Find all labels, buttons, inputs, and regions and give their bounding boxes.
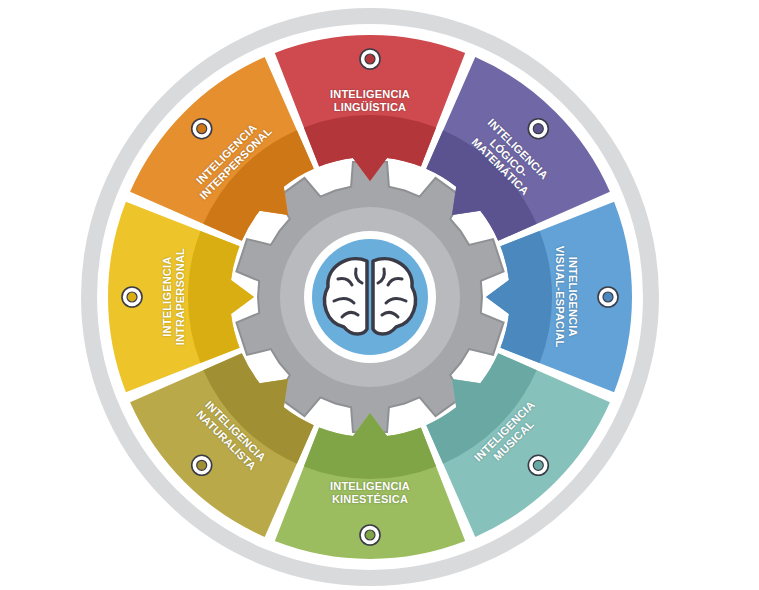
sector-fill xyxy=(130,57,314,241)
brain-icon xyxy=(325,259,416,334)
sector-inner-band xyxy=(304,115,436,181)
intelligence-sector: INTELIGENCIA INTERPERSONAL xyxy=(128,55,316,243)
sector-inner-band xyxy=(486,231,552,363)
sector-fill xyxy=(426,57,610,241)
gear-hub xyxy=(280,207,460,387)
brain-disc xyxy=(304,231,436,363)
sector-label: INTELIGENCIA VISUAL-ESPACIAL xyxy=(553,238,578,356)
sector-icon xyxy=(192,119,212,139)
sector-icon xyxy=(360,525,380,545)
sector-icon xyxy=(598,287,618,307)
sector-inner-band xyxy=(188,231,254,363)
outer-ring xyxy=(89,16,651,578)
sector-icon xyxy=(192,455,212,475)
brain-disc-inner xyxy=(312,239,428,355)
sector-inner-band xyxy=(304,413,436,479)
sector-label: INTELIGENCIA KINESTÉSICA xyxy=(311,480,429,505)
sector-icon xyxy=(360,49,380,69)
sector-icon xyxy=(528,455,548,475)
sector-fill xyxy=(130,353,314,537)
ring-ground xyxy=(102,29,638,565)
sector-icon xyxy=(528,119,548,139)
sector-fill xyxy=(426,353,610,537)
sector-label: INTELIGENCIA LINGÜÍSTICA xyxy=(311,88,429,113)
sector-label: INTELIGENCIA INTRAPERSONAL xyxy=(161,238,186,356)
sector-icon xyxy=(122,287,142,307)
